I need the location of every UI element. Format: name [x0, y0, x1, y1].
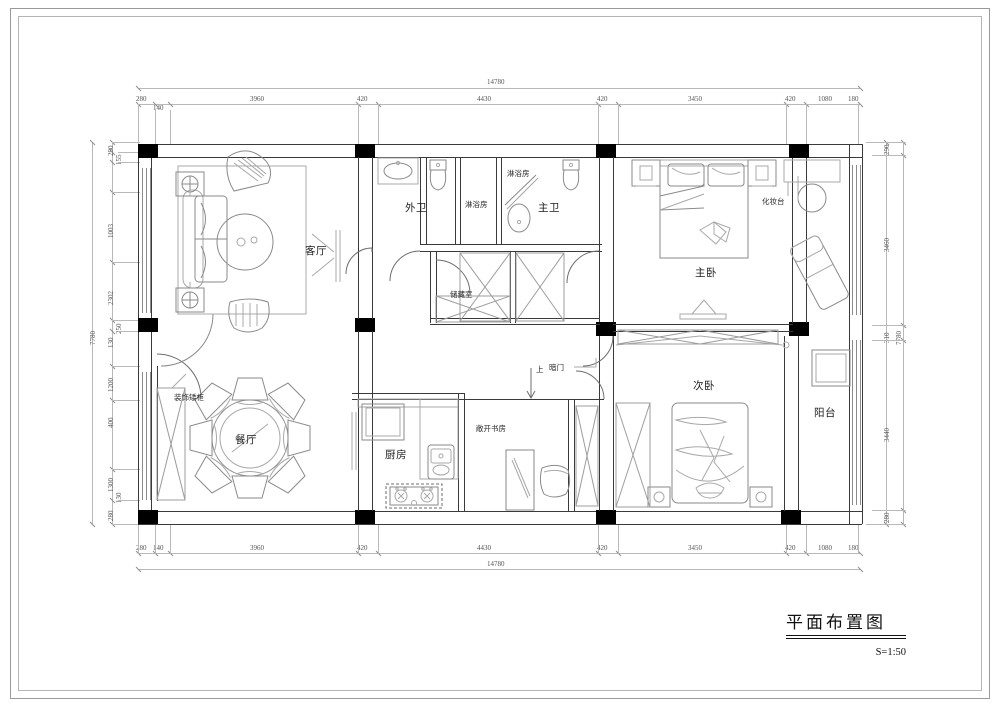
room-label-shower-2: 淋浴房: [507, 169, 530, 178]
dim-bottom-6: 3450: [688, 544, 702, 552]
dim-top-7: 420: [785, 95, 796, 103]
dim-top-9: 180: [848, 95, 859, 103]
sheet-border-inner: [18, 16, 982, 691]
room-label-second-bedroom: 次卧: [693, 380, 715, 392]
column: [355, 144, 375, 158]
room-label-dining: 餐厅: [235, 434, 257, 446]
column: [138, 510, 158, 524]
dim-top-3: 420: [357, 95, 368, 103]
dim-bottom-5: 420: [597, 544, 608, 552]
dim-top-5: 420: [597, 95, 608, 103]
drawing-title: 平面布置图: [786, 613, 886, 633]
column: [789, 144, 809, 158]
dim-top-4: 4430: [477, 95, 491, 103]
room-label-shower-1: 淋浴房: [465, 200, 488, 209]
column: [789, 322, 809, 336]
annotation-up-arrow: 上: [536, 365, 544, 374]
dim-bottom-0: 280: [136, 544, 147, 552]
room-label-balcony: 阳台: [814, 407, 836, 419]
title-block: 平面布置图 S=1:50: [786, 608, 906, 658]
room-label-kitchen: 厨房: [385, 449, 407, 461]
annotation-low-cabinet: 装饰矮柜: [174, 393, 204, 402]
dim-bottom-8: 1080: [818, 544, 832, 552]
dim-bottom-9: 180: [848, 544, 859, 552]
room-label-master-wc: 主卫: [538, 202, 560, 214]
room-label-master-bedroom: 主卧: [695, 267, 717, 279]
dim-top-total: 14780: [487, 78, 505, 86]
dim-bottom-7: 420: [785, 544, 796, 552]
dim-bottom-4: 4430: [477, 544, 491, 552]
column: [355, 510, 375, 524]
dim-top-2: 3960: [250, 95, 264, 103]
dim-top-0: 280: [136, 95, 147, 103]
annotation-hidden-door: 暗门: [549, 363, 564, 372]
dim-bottom-3: 420: [357, 544, 368, 552]
room-label-study: 敞开书房: [476, 424, 506, 433]
sheet-border-outer: [10, 8, 990, 699]
dim-bottom-1: 140: [153, 544, 164, 552]
dim-top-1: 140: [153, 104, 164, 112]
room-label-storage: 储藏室: [450, 290, 473, 299]
room-label-living: 客厅: [305, 245, 327, 257]
drawing-scale: S=1:50: [875, 647, 906, 658]
column: [138, 144, 158, 158]
column: [596, 144, 616, 158]
dim-bottom-2: 3960: [250, 544, 264, 552]
column: [781, 510, 801, 524]
annotation-vanity: 化妆台: [762, 197, 785, 206]
column: [596, 322, 616, 336]
dim-bottom-total: 14780: [487, 560, 505, 568]
dim-top-6: 3450: [688, 95, 702, 103]
room-label-guest-wc: 外卫: [405, 202, 427, 214]
column: [355, 318, 375, 332]
column: [138, 318, 158, 332]
dim-top-8: 1080: [818, 95, 832, 103]
column: [596, 510, 616, 524]
